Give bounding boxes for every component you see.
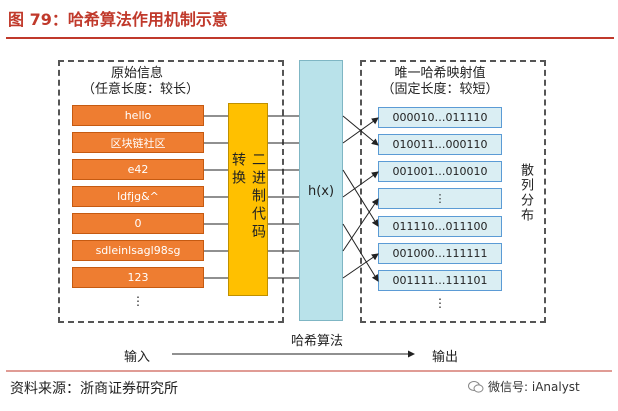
- hash-function-label: h(x): [307, 184, 335, 199]
- input-header: 原始信息 （任意长度：较长）: [82, 66, 200, 98]
- wechat-icon: [468, 380, 484, 393]
- output-header: 唯一哈希映射值 （固定长度：较短）: [378, 66, 502, 98]
- input-header-line1: 原始信息: [110, 66, 163, 81]
- title-divider: [6, 37, 614, 39]
- figure-title: 图 79：哈希算法作用机制示意: [8, 10, 228, 29]
- input-group: [58, 60, 284, 323]
- output-header-line2: （固定长度：较短）: [381, 82, 499, 97]
- binary-converter: 二进制代码转换: [228, 103, 268, 296]
- output-ellipsis: ⋮: [434, 296, 446, 310]
- input-item: 区块链社区: [72, 132, 204, 153]
- input-item: 0: [72, 213, 204, 234]
- binary-converter-label: 二进制代码转换: [230, 151, 266, 242]
- input-item: hello: [72, 105, 204, 126]
- input-item: sdleinlsagl98sg: [72, 240, 204, 261]
- flow-output-label: 输出: [432, 350, 459, 365]
- hash-function: h(x): [299, 60, 343, 321]
- output-item: 010011…000110: [378, 134, 502, 155]
- output-item: 011110…011100: [378, 216, 502, 237]
- wechat-watermark: 微信号: iAnalyst: [468, 378, 580, 395]
- input-item: 123: [72, 267, 204, 288]
- source-note: 资料来源：浙商证券研究所: [10, 381, 178, 397]
- flow-input-label: 输入: [124, 350, 151, 365]
- output-item: 001000…111111: [378, 243, 502, 264]
- input-ellipsis: ⋮: [132, 294, 144, 308]
- wechat-watermark-text: 微信号: iAnalyst: [488, 380, 580, 394]
- output-item: 000010…011110: [378, 107, 502, 128]
- input-item: e42: [72, 159, 204, 180]
- flow-middle-label: 哈希算法: [291, 334, 344, 349]
- input-item: ldfjg&^: [72, 186, 204, 207]
- output-header-line1: 唯一哈希映射值: [394, 66, 486, 81]
- output-group: [360, 60, 546, 323]
- scatter-distribution-label: 散列分布: [518, 163, 533, 223]
- input-header-line2: （任意长度：较长）: [82, 82, 200, 97]
